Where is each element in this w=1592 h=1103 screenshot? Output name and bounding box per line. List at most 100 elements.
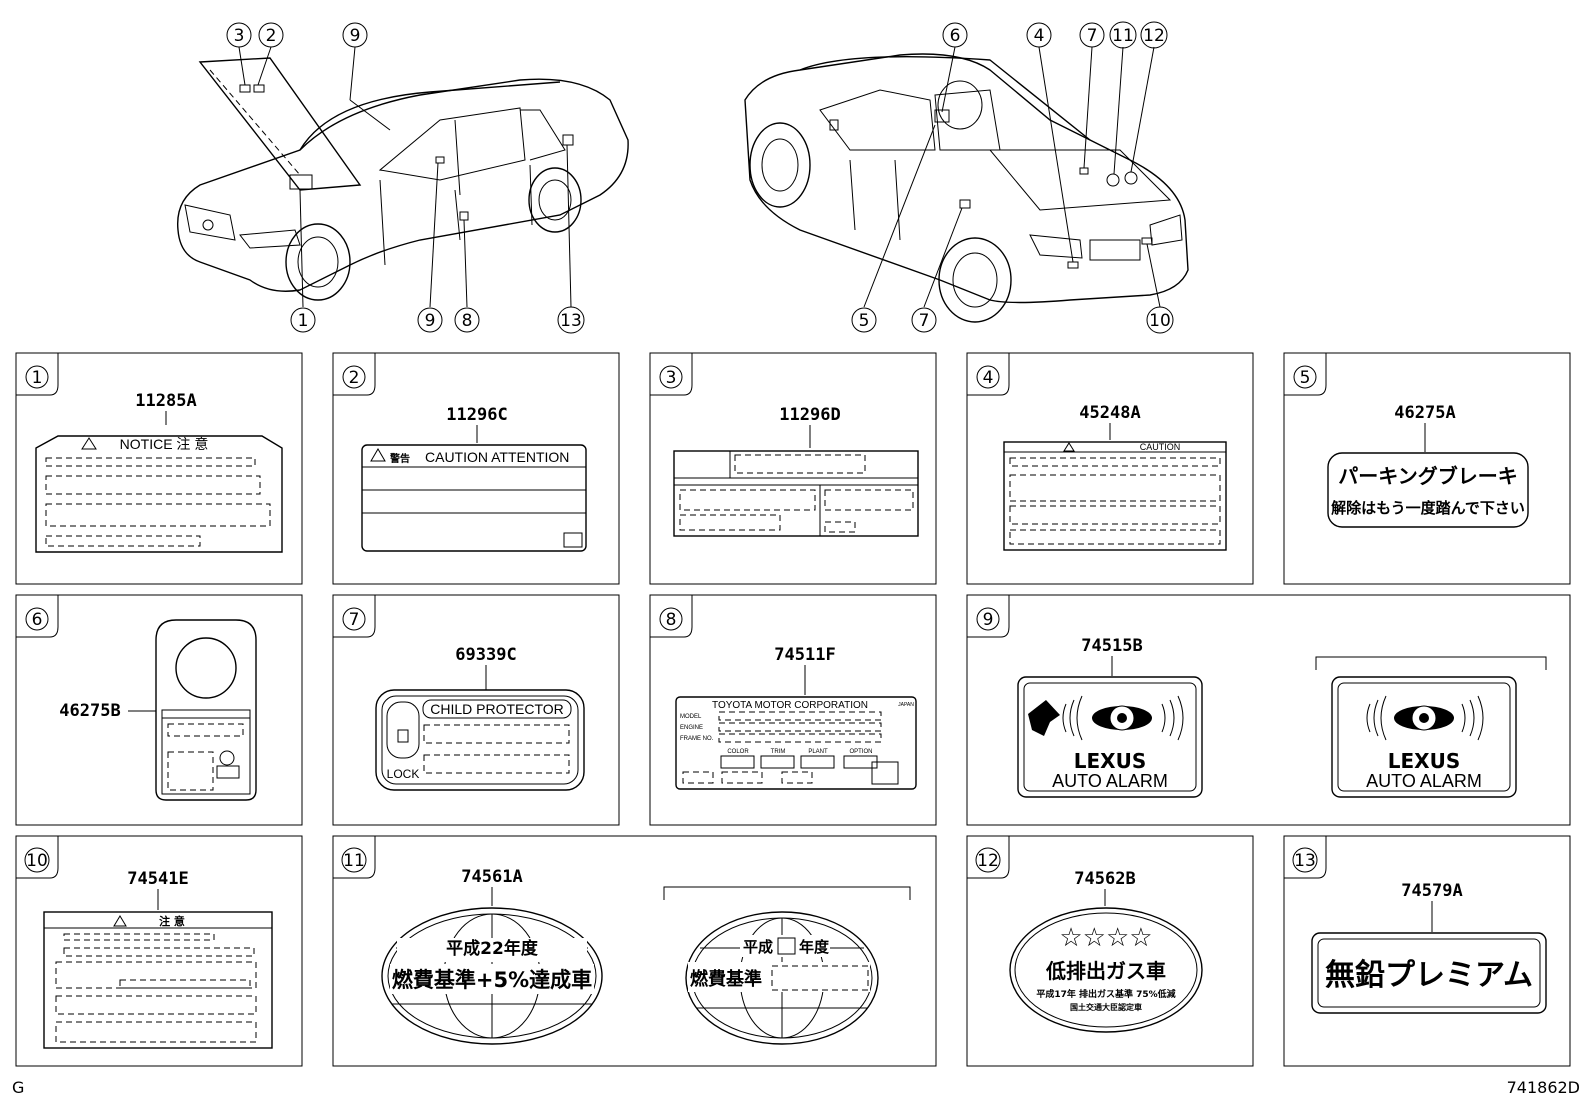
svg-text:2: 2 (349, 368, 360, 388)
label-text: AUTO ALARM (1052, 771, 1168, 791)
svg-text:5: 5 (859, 311, 870, 331)
panel-2: 2 11296C 警告 CAUTION ATTENTION (332, 352, 620, 585)
label-line1: 平成22年度 (446, 938, 539, 959)
panel-4: 4 45248A CAUTION (966, 352, 1254, 585)
svg-text:COLOR: COLOR (727, 749, 749, 755)
svg-text:9: 9 (983, 610, 994, 630)
svg-text:13: 13 (1294, 851, 1316, 871)
label-line2: 平成17年 排出ガス基準 75%低減 (1036, 988, 1175, 1000)
panel-8: 8 74511F TOYOTA MOTOR CORPORATION JAPAN … (649, 594, 937, 826)
svg-text:5: 5 (1300, 368, 1311, 388)
svg-text:4: 4 (1034, 26, 1045, 46)
car-front-view (176, 57, 629, 301)
part-number: 11296D (779, 405, 840, 425)
svg-text:ENGINE: ENGINE (680, 725, 703, 731)
callout-1: 1 (290, 307, 316, 333)
callout-7-bottom: 7 (911, 307, 937, 333)
panel-3: 3 11296D (649, 352, 937, 585)
part-number: 11285A (135, 391, 196, 411)
panel-13: 13 74579A 無鉛プレミアム (1283, 835, 1571, 1067)
panel-12: 12 74562B ☆☆☆☆ 低排出ガス車 平成17年 排出ガス基準 75%低減… (966, 835, 1254, 1067)
star-rating: ☆☆☆☆ (1059, 923, 1152, 953)
svg-text:警告: 警告 (389, 452, 410, 465)
label-line2: 燃費基準+5%達成車 (392, 968, 592, 992)
part-number: 74562B (1074, 869, 1135, 889)
svg-text:MODEL: MODEL (680, 714, 702, 720)
callout-4: 4 (1026, 22, 1052, 48)
corner-letter: G (12, 1078, 25, 1097)
svg-text:8: 8 (666, 610, 677, 630)
svg-text:6: 6 (950, 26, 961, 46)
svg-text:8: 8 (462, 311, 473, 331)
label-header: TOYOTA MOTOR CORPORATION (712, 700, 868, 711)
svg-text:3: 3 (666, 368, 677, 388)
label-line3: 国土交通大臣認定車 (1070, 1002, 1142, 1012)
part-number: 74515B (1081, 636, 1142, 656)
svg-text:13: 13 (560, 311, 582, 331)
svg-text:TRIM: TRIM (771, 749, 786, 755)
part-number: 74511F (774, 645, 835, 665)
lock-label: LOCK (387, 767, 420, 781)
label-header: 注 意 (159, 914, 185, 928)
svg-text:2: 2 (266, 26, 277, 46)
callout-9-top: 9 (342, 22, 368, 48)
callout-7-top: 7 (1079, 22, 1105, 48)
svg-text:9: 9 (350, 26, 361, 46)
svg-text:1: 1 (32, 368, 43, 388)
label-header: NOTICE 注 意 (120, 436, 209, 452)
panel-7: 7 69339C CHILD PROTECTOR LOCK (332, 594, 620, 826)
svg-text:10: 10 (1149, 311, 1171, 331)
label-line1: 低排出ガス車 (1045, 959, 1166, 983)
label-text: 無鉛プレミアム (1325, 958, 1533, 993)
svg-text:PLANT: PLANT (808, 749, 828, 755)
part-number: 69339C (455, 645, 516, 665)
lexus-logo: LEXUS (1074, 749, 1146, 773)
label-header: CHILD PROTECTOR (430, 701, 564, 717)
callout-6: 6 (942, 22, 968, 48)
svg-text:4: 4 (983, 368, 994, 388)
svg-text:OPTION: OPTION (849, 749, 872, 755)
callout-3: 3 (226, 22, 252, 48)
callout-9-bottom: 9 (417, 307, 443, 333)
part-number: 11296C (446, 405, 507, 425)
label-line2: 解除はもう一度踏んで下さい (1331, 499, 1525, 517)
part-number: 46275B (59, 701, 120, 721)
svg-text:12: 12 (977, 851, 999, 871)
part-number: 74579A (1401, 881, 1462, 901)
lexus-logo: LEXUS (1388, 749, 1460, 773)
callout-12: 12 (1140, 21, 1168, 49)
label-text: AUTO ALARM (1366, 771, 1482, 791)
svg-text:7: 7 (349, 610, 360, 630)
part-number: 74561A (461, 867, 522, 887)
svg-text:12: 12 (1143, 26, 1165, 46)
svg-text:11: 11 (1112, 26, 1134, 46)
callout-10: 10 (1146, 306, 1174, 334)
callout-8: 8 (454, 307, 480, 333)
part-number: 46275A (1394, 403, 1455, 423)
panel-10: 10 74541E 注 意 (15, 835, 303, 1067)
svg-text:11: 11 (343, 851, 365, 871)
part-number: 45248A (1079, 403, 1140, 423)
svg-text:10: 10 (26, 851, 48, 871)
svg-text:3: 3 (234, 26, 245, 46)
diagram-id: 741862D (1506, 1078, 1580, 1097)
svg-text:平成: 平成 (743, 938, 773, 956)
svg-text:1: 1 (298, 311, 309, 331)
label-header: CAUTION ATTENTION (425, 449, 569, 465)
panel-6: 6 46275B (15, 594, 303, 826)
svg-text:JAPAN: JAPAN (898, 702, 914, 708)
svg-text:7: 7 (1087, 26, 1098, 46)
callout-leaders (238, 46, 1161, 308)
callout-5: 5 (851, 307, 877, 333)
label-header: CAUTION (1140, 442, 1181, 452)
panel-9: 9 74515B LEXUS AUTO ALARM LEXUS AUTO ALA… (966, 594, 1571, 826)
svg-text:6: 6 (32, 610, 43, 630)
callout-13: 13 (557, 306, 585, 334)
svg-text:燃費基準: 燃費基準 (690, 968, 762, 990)
label-line1: パーキングブレーキ (1338, 464, 1517, 488)
svg-text:7: 7 (919, 311, 930, 331)
callout-11: 11 (1109, 21, 1137, 49)
svg-text:年度: 年度 (799, 938, 830, 956)
svg-text:FRAME NO.: FRAME NO. (680, 736, 714, 742)
